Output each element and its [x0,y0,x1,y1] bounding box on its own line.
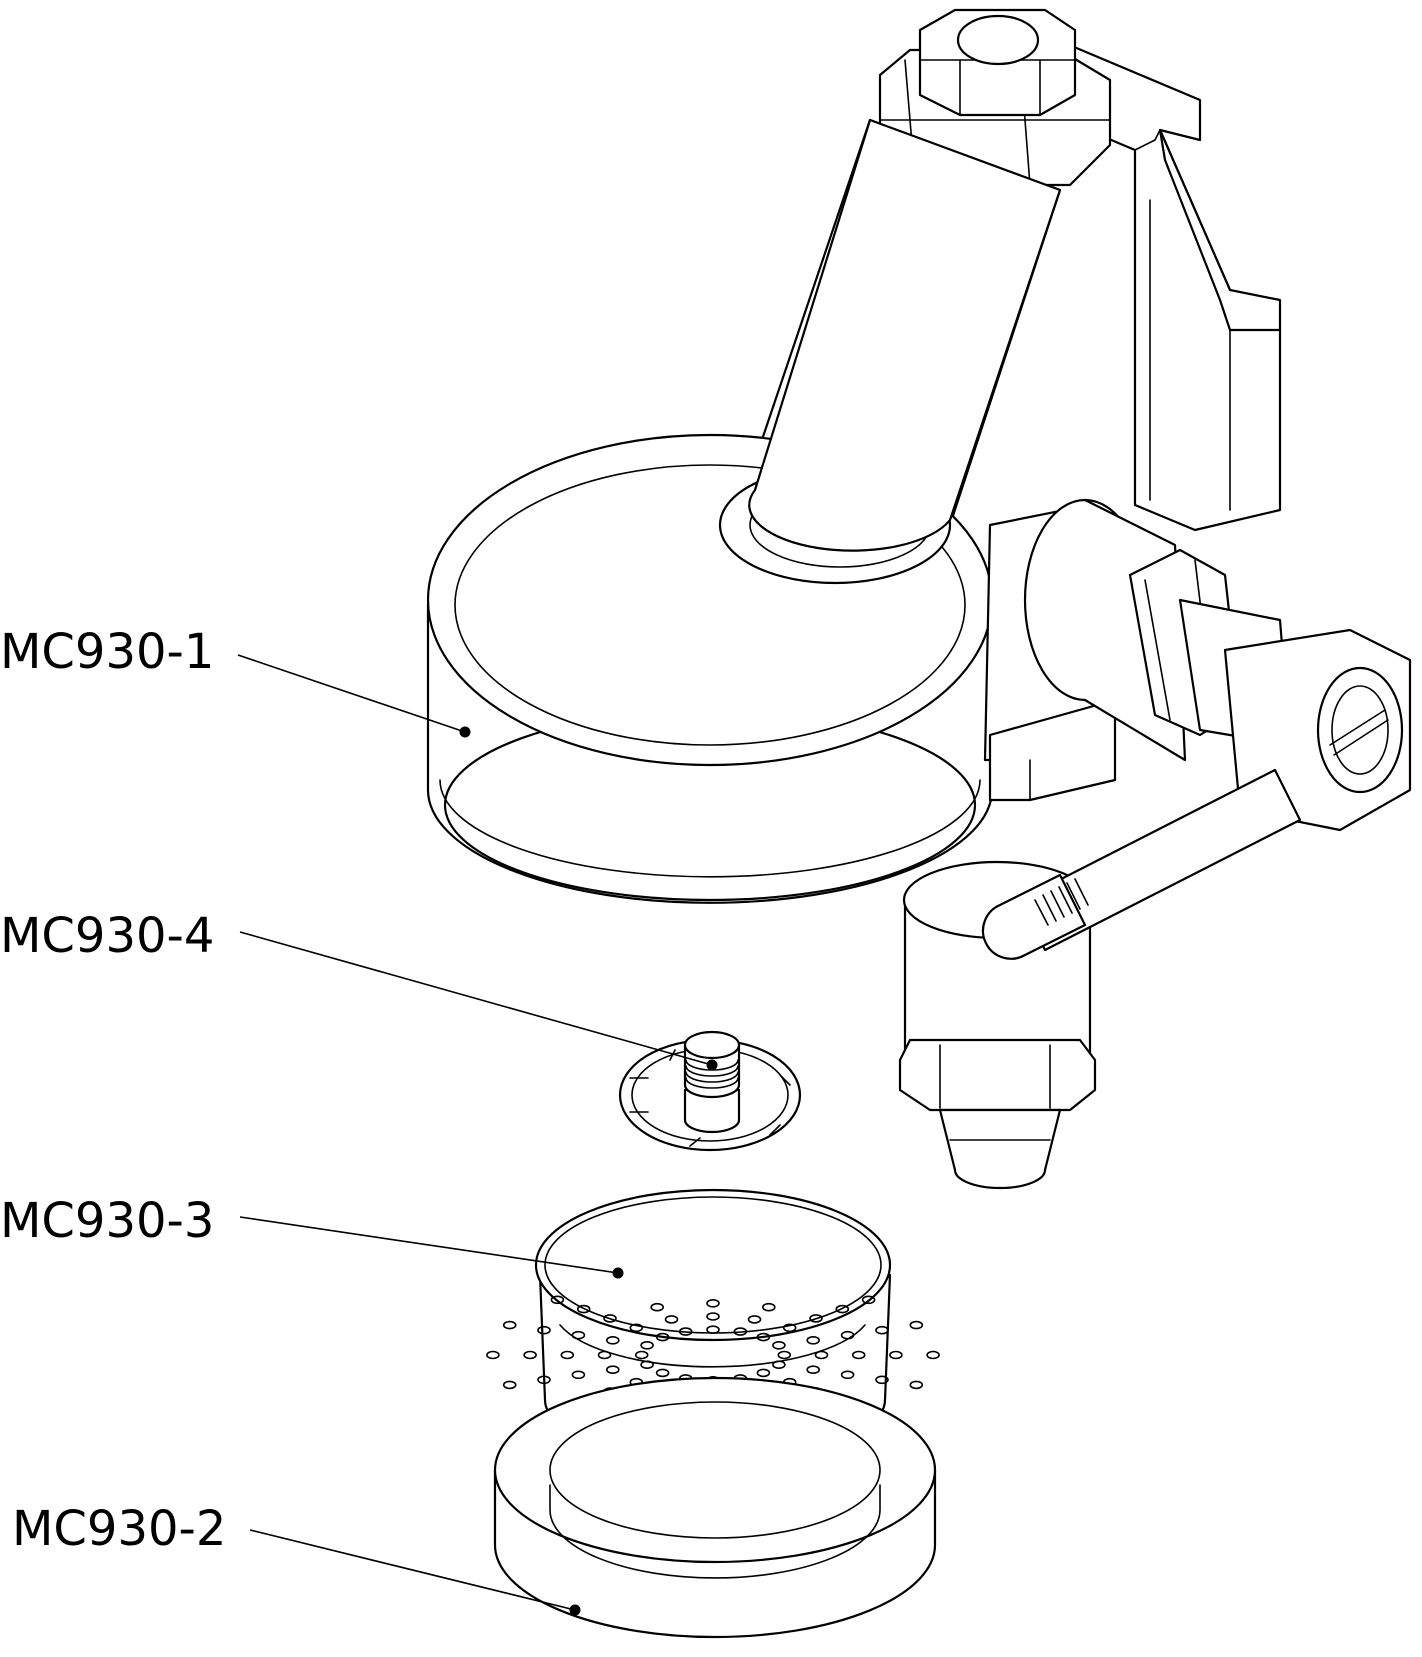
perforation-hole [523,1350,537,1360]
perforation-hole [550,1295,565,1305]
callout-label: MC930-1 [0,624,214,680]
leader-dot [459,726,471,738]
perforation-hole [806,1365,821,1374]
perforation-hole [650,1302,665,1312]
perforation-hole [706,1299,720,1308]
perforation-hole [875,1325,889,1335]
callout-mc930-4: MC930-4 [0,908,718,1071]
perforation-hole [909,1320,924,1330]
perforation-hole [537,1325,551,1335]
perforation-hole [772,1360,786,1369]
perforation-hole [655,1368,670,1378]
callout-mc930-3: MC930-3 [0,1193,624,1279]
perforation-hole [655,1332,670,1342]
perforation-hole [537,1375,551,1385]
perforation-hole [851,1350,866,1360]
callout-mc930-2: MC930-2 [12,1501,581,1616]
perforation-hole [861,1295,876,1305]
perforation-hole [605,1365,620,1374]
perforation-hole [634,1350,649,1360]
perforation-hole [840,1330,855,1340]
perforation-hole [756,1368,771,1378]
leader-dot [569,1604,581,1616]
perforation-hole [772,1341,786,1350]
perforation-hole [486,1350,500,1360]
perforation-hole [576,1304,591,1314]
perforation-hole [640,1341,654,1350]
perforation-hole [603,1314,617,1323]
callout-label: MC930-2 [12,1501,226,1557]
perforation-hole [756,1332,771,1342]
perforation-hole [605,1336,620,1345]
perforation-hole [809,1314,823,1323]
perforation-hole [761,1302,776,1312]
perforation-hole [926,1350,940,1360]
perforation-hole [502,1320,517,1330]
perforation-hole [806,1336,821,1345]
perforation-hole [747,1315,762,1324]
perforation-hole [840,1370,855,1380]
part-mc930-4-check-valve [618,1030,802,1152]
leader-dot [706,1059,718,1071]
perforation-hole [782,1323,797,1333]
perforation-hole [678,1327,693,1336]
part-mc930-1-showerhead-body [426,8,1412,1190]
perforation-hole [502,1380,517,1390]
perforation-hole [875,1375,889,1385]
perforation-hole [640,1360,654,1369]
perforation-hole [777,1350,792,1360]
perforation-hole [597,1350,612,1360]
perforation-hole [629,1323,644,1333]
perforation-hole [835,1304,850,1314]
perforation-hole [560,1350,575,1360]
callout-label: MC930-4 [0,908,214,964]
perforation-hole [814,1350,829,1360]
callout-mc930-1: MC930-1 [0,624,471,738]
perforation-hole [706,1312,720,1321]
perforation-hole [733,1327,748,1336]
perforation-hole [706,1325,720,1334]
callout-label: MC930-3 [0,1193,214,1249]
perforation-hole [909,1380,924,1390]
perforation-hole [889,1350,903,1360]
leader-dot [612,1267,624,1279]
perforation-hole [571,1370,586,1380]
perforation-hole [664,1315,679,1324]
part-mc930-2-gasket-ring [493,1376,937,1639]
perforation-hole [571,1330,586,1340]
